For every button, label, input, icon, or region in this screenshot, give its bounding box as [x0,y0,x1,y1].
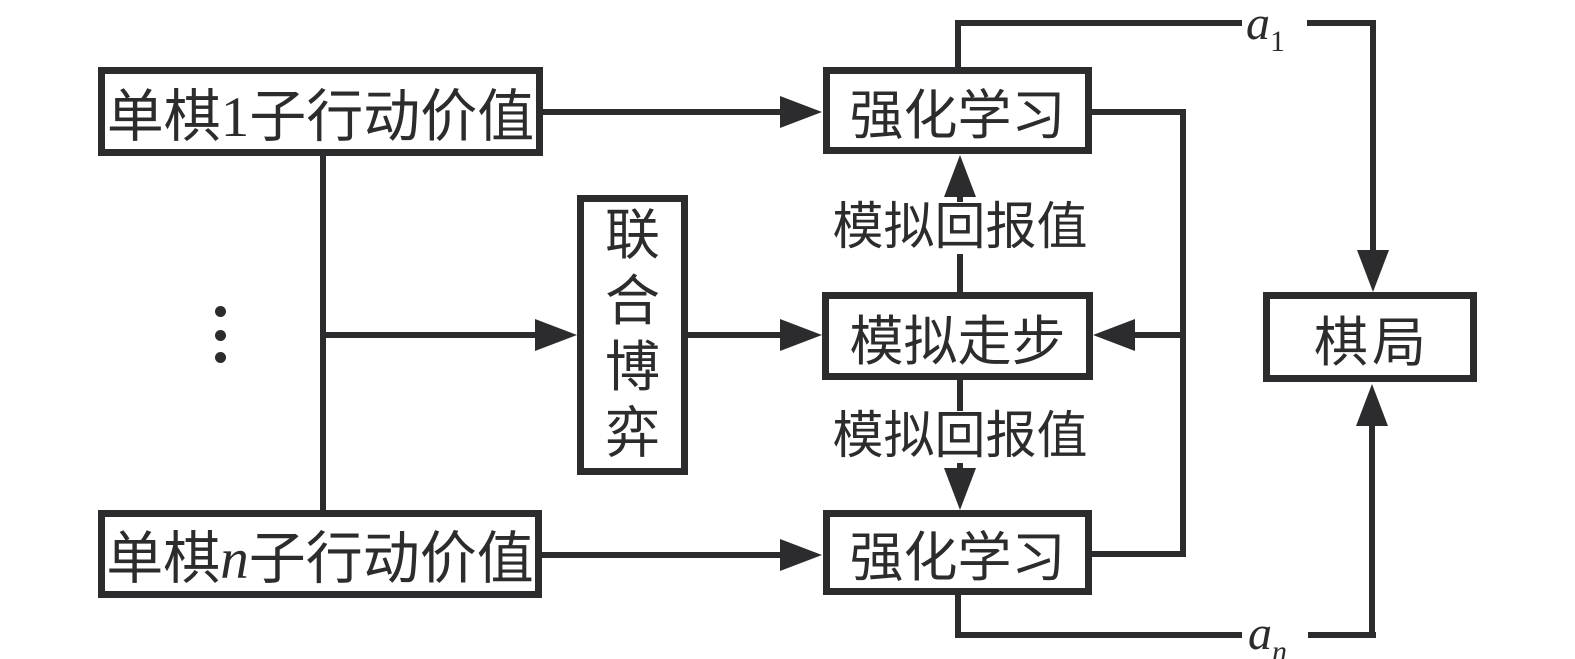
connector-right-rail-vertical [1180,109,1186,557]
connector-bus-to-joint-game [323,332,537,338]
box-reinforcement-learning-top: 强化学习 [823,67,1092,154]
box-rl-top-label: 强化学习 [849,86,1066,146]
connector-rl-top-up-stub [955,20,961,70]
box-piecen-action-value: 单棋n子行动价值 [98,510,542,598]
box-piece1-action-value: 单棋1子行动价值 [98,67,543,156]
connector-a1-right-segment [1307,20,1376,26]
connector-rl-bottom-down-stub [955,595,961,638]
connector-a1-left-segment [955,20,1242,26]
box-piece1-label: 单棋1子行动价值 [106,85,535,149]
label-sim-return-bottom: 模拟回报值 [810,411,1110,463]
arrowhead-up-into-board-icon [1356,384,1388,426]
connector-rl-top-right-stub [1092,109,1186,115]
connector-rail-to-sim-move [1133,332,1183,338]
ellipsis-dot [215,330,226,341]
label-an: an [1244,604,1291,659]
label-sim-return-top: 模拟回报值 [810,202,1110,254]
ellipsis-dot [215,306,226,317]
box-piecen-label: 单棋n子行动价值 [106,528,534,591]
arrowhead-into-rl-top-icon [780,96,822,128]
arrowhead-into-sim-move-right-icon [1093,319,1135,351]
connector-piece1-to-rl-top [543,109,782,115]
box-joint-game: 联合博弈 [577,195,688,475]
box-board-state: 棋局 [1263,292,1477,382]
arrowhead-down-into-board-icon [1357,250,1389,292]
connector-a1-down-to-board [1370,20,1376,254]
box-board-label: 棋局 [1314,312,1430,373]
box-reinforcement-learning-bottom: 强化学习 [823,510,1092,595]
connector-piecen-to-rl-bottom [542,552,782,558]
box-sim-move-label: 模拟走步 [849,311,1066,372]
arrowhead-up-into-rl-top-icon [944,155,976,197]
box-rl-bottom-label: 强化学习 [849,528,1066,588]
connector-joint-game-to-sim-move [688,332,782,338]
connector-an-right-segment [1308,632,1376,638]
connector-rail-to-rl-bottom [1092,551,1186,557]
arrowhead-into-rl-bottom-icon [780,539,822,571]
box-joint-game-label: 联合博弈 [604,205,660,464]
arrowhead-into-joint-game-icon [535,319,577,351]
connector-an-left-segment [955,632,1242,638]
connector-an-up-to-board [1369,424,1375,638]
arrowhead-down-into-rl-bottom-icon [944,468,976,510]
label-a1: a1 [1242,0,1289,72]
arrowhead-into-sim-move-left-icon [780,319,822,351]
box-simulated-move: 模拟走步 [822,292,1093,380]
ellipsis-dot [215,352,226,363]
